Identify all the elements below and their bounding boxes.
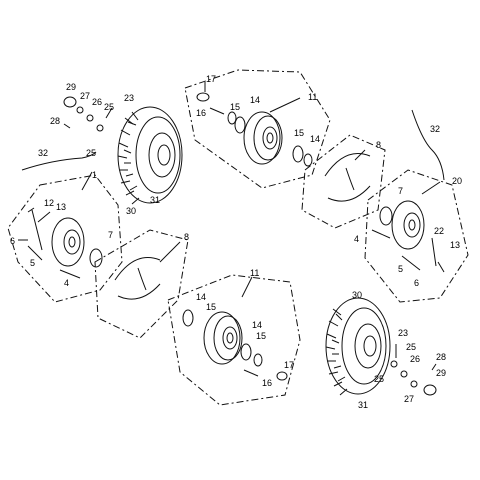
- hub-top: [196, 92, 313, 167]
- callout-15: 15: [230, 102, 240, 112]
- callout-14: 14: [310, 134, 320, 144]
- callout-28: 28: [436, 352, 446, 362]
- callout-30: 30: [126, 206, 136, 216]
- brake-cable-right: [411, 109, 445, 181]
- brake-shoe-left: [114, 257, 161, 300]
- callout-6: 6: [10, 236, 15, 246]
- brake-plate-right: [371, 200, 445, 273]
- hub-bottom: [182, 309, 288, 381]
- callout-11: 11: [250, 268, 259, 278]
- callout-1: 1: [92, 170, 97, 180]
- callout-15: 15: [206, 302, 216, 312]
- callout-26: 26: [92, 97, 102, 107]
- callout-25: 25: [374, 374, 384, 384]
- callout-8: 8: [184, 232, 189, 242]
- callout-15: 15: [294, 128, 304, 138]
- callout-25: 25: [86, 148, 96, 158]
- callout-26: 26: [410, 354, 420, 364]
- callout-29: 29: [436, 368, 446, 378]
- callout-5: 5: [398, 264, 403, 274]
- brake-shoe-group-outline-right: [301, 134, 386, 229]
- callout-8: 8: [376, 140, 381, 150]
- callout-11: 11: [308, 92, 317, 102]
- callout-4: 4: [354, 234, 359, 244]
- callout-23: 23: [124, 93, 134, 103]
- callout-6: 6: [414, 278, 419, 288]
- callout-7: 7: [398, 186, 403, 196]
- front-brake-group-outline: [7, 174, 123, 303]
- callout-22: 22: [434, 226, 444, 236]
- callout-7: 7: [108, 230, 113, 240]
- hub-group-outline-top: [184, 69, 331, 189]
- callout-12: 12: [44, 198, 54, 208]
- callout-25: 25: [104, 102, 114, 112]
- callout-23: 23: [398, 328, 408, 338]
- callout-29: 29: [66, 82, 76, 92]
- callout-31: 31: [358, 400, 368, 410]
- brake-cable-left: [21, 151, 97, 171]
- callout-13: 13: [56, 202, 66, 212]
- axle-hardware-bottom-right: [390, 344, 437, 396]
- brake-plate-left: [18, 207, 103, 279]
- tire-bottom-right: [325, 297, 391, 396]
- callout-32: 32: [38, 148, 48, 158]
- callout-13: 13: [450, 240, 460, 250]
- callout-14: 14: [196, 292, 206, 302]
- callout-27: 27: [404, 394, 414, 404]
- callout-28: 28: [50, 116, 60, 126]
- callout-4: 4: [64, 278, 69, 288]
- axle-hardware-top-left: [63, 96, 113, 132]
- callout-14: 14: [250, 95, 260, 105]
- callout-14: 14: [252, 320, 262, 330]
- callout-17: 17: [206, 74, 216, 84]
- brake-shoe-group-outline-left: [94, 229, 189, 339]
- callout-25: 25: [406, 342, 416, 352]
- callout-17: 17: [284, 360, 294, 370]
- callout-31: 31: [150, 195, 160, 205]
- callout-5: 5: [30, 258, 35, 268]
- callout-27: 27: [80, 91, 90, 101]
- callout-32: 32: [430, 124, 440, 134]
- rear-brake-group-outline: [364, 169, 469, 303]
- callout-20: 20: [452, 176, 462, 186]
- callout-30: 30: [352, 290, 362, 300]
- callout-15: 15: [256, 331, 266, 341]
- hub-group-outline-bottom: [167, 274, 301, 406]
- callout-16: 16: [196, 108, 206, 118]
- callout-16: 16: [262, 378, 272, 388]
- leader-lines: [81, 82, 441, 298]
- tire-top-left: [117, 106, 183, 205]
- brake-shoe-right: [324, 153, 371, 202]
